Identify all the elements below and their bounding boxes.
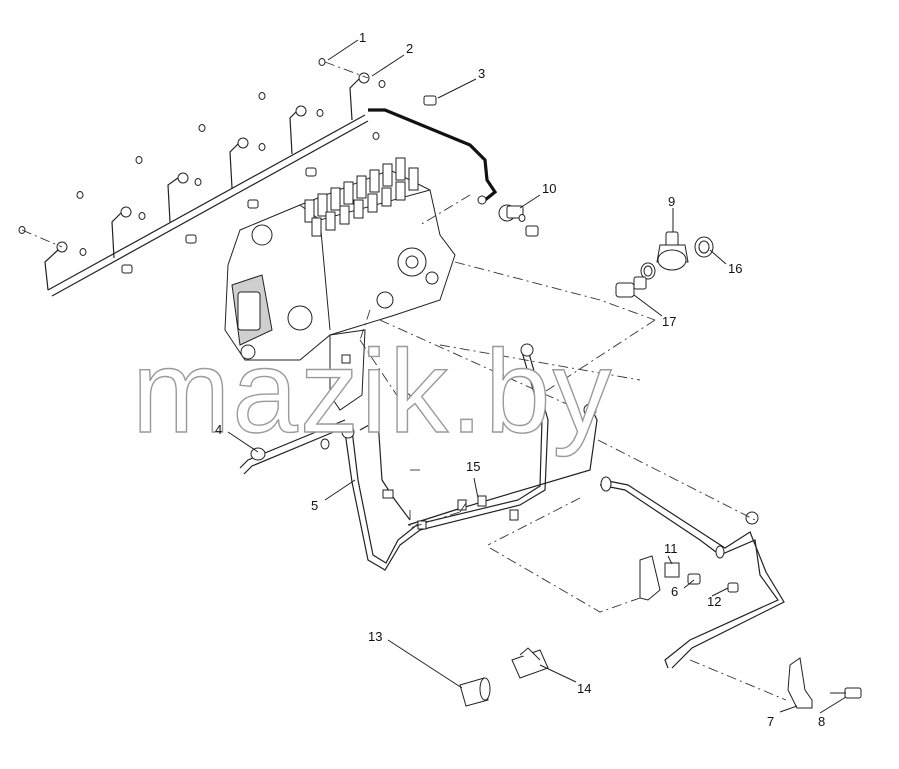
pipes-5-15 (341, 343, 598, 571)
callout-4: 4 (215, 422, 222, 437)
callout-14: 14 (577, 681, 591, 696)
callout-15: 15 (466, 459, 480, 474)
washers (18, 58, 386, 256)
return-pipe-rail (44, 72, 498, 297)
callout-1: 1 (359, 30, 366, 45)
watermark-text: mazik.by (132, 326, 614, 458)
callout-9: 9 (668, 194, 675, 209)
callout-10: 10 (542, 181, 556, 196)
callout-3: 3 (478, 66, 485, 81)
banjo-bolts (121, 95, 437, 404)
clamp-group (639, 555, 739, 601)
callout-numbers: 1 2 3 4 5 6 7 8 9 10 11 12 13 14 15 16 1… (215, 30, 825, 729)
sleeves-13-14 (459, 647, 549, 707)
bracket-7-8 (787, 657, 862, 709)
pipe-4 (239, 419, 349, 475)
callout-5: 5 (311, 498, 318, 513)
callout-8: 8 (818, 714, 825, 729)
callout-17: 17 (662, 314, 676, 329)
injection-pump (224, 157, 456, 411)
callout-2: 2 (406, 41, 413, 56)
fittings-right (477, 195, 714, 298)
leader-lines (227, 39, 847, 714)
callout-6: 6 (671, 584, 678, 599)
callout-16: 16 (728, 261, 742, 276)
callout-7: 7 (767, 714, 774, 729)
callout-12: 12 (707, 594, 721, 609)
callout-13: 13 (368, 629, 382, 644)
pipe-right (599, 476, 785, 669)
pump-barrels (304, 157, 419, 237)
reference-lines (21, 61, 787, 701)
callout-11: 11 (664, 541, 678, 556)
